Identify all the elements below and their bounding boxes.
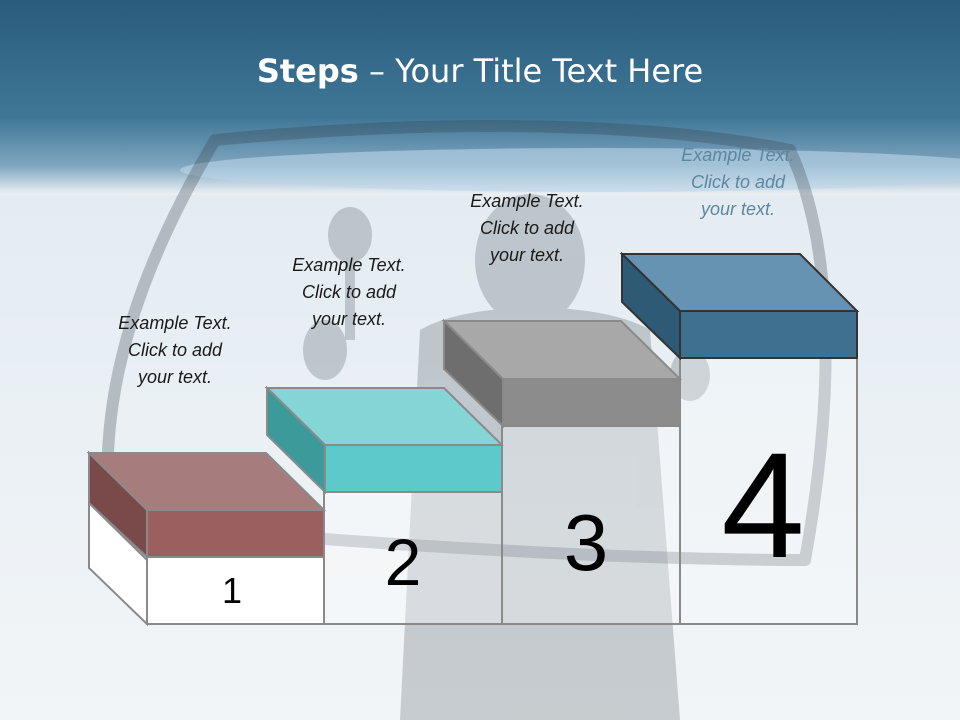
step-2-caption[interactable]: Example Text. Click to add your text.	[259, 252, 439, 333]
caption-line: Example Text.	[470, 191, 584, 211]
step-1-lid	[146, 509, 325, 558]
title-bold: Steps	[256, 52, 359, 90]
step-1-number: 1	[222, 570, 242, 611]
step-4-lid	[679, 310, 858, 359]
step-4-caption[interactable]: Example Text. Click to add your text.	[648, 142, 828, 223]
step-3-lid	[502, 378, 681, 427]
caption-line: Example Text.	[118, 313, 232, 333]
caption-line: your text.	[137, 367, 213, 387]
step-2-block[interactable]	[264, 385, 505, 625]
slide-title[interactable]: Steps – Your Title Text Here	[0, 52, 960, 90]
step-4-number: 4	[721, 421, 804, 589]
step-1-block[interactable]	[86, 450, 327, 627]
title-rest: – Your Title Text Here	[358, 52, 704, 90]
caption-line: Example Text.	[681, 145, 795, 165]
step-4-block[interactable]	[619, 251, 860, 625]
caption-line: Click to add	[127, 340, 223, 360]
caption-line: Click to add	[690, 172, 786, 192]
caption-line: your text.	[489, 245, 565, 265]
step-3-caption[interactable]: Example Text. Click to add your text.	[437, 188, 617, 269]
caption-line: Click to add	[479, 218, 575, 238]
caption-line: Example Text.	[292, 255, 406, 275]
caption-line: your text.	[311, 309, 387, 329]
step-3-block[interactable]	[441, 318, 683, 625]
step-3-number: 3	[564, 498, 609, 587]
step-1-caption[interactable]: Example Text. Click to add your text.	[85, 310, 265, 391]
step-2-number: 2	[385, 525, 422, 599]
caption-line: Click to add	[301, 282, 397, 302]
caption-line: your text.	[700, 199, 776, 219]
step-2-lid	[324, 444, 503, 493]
